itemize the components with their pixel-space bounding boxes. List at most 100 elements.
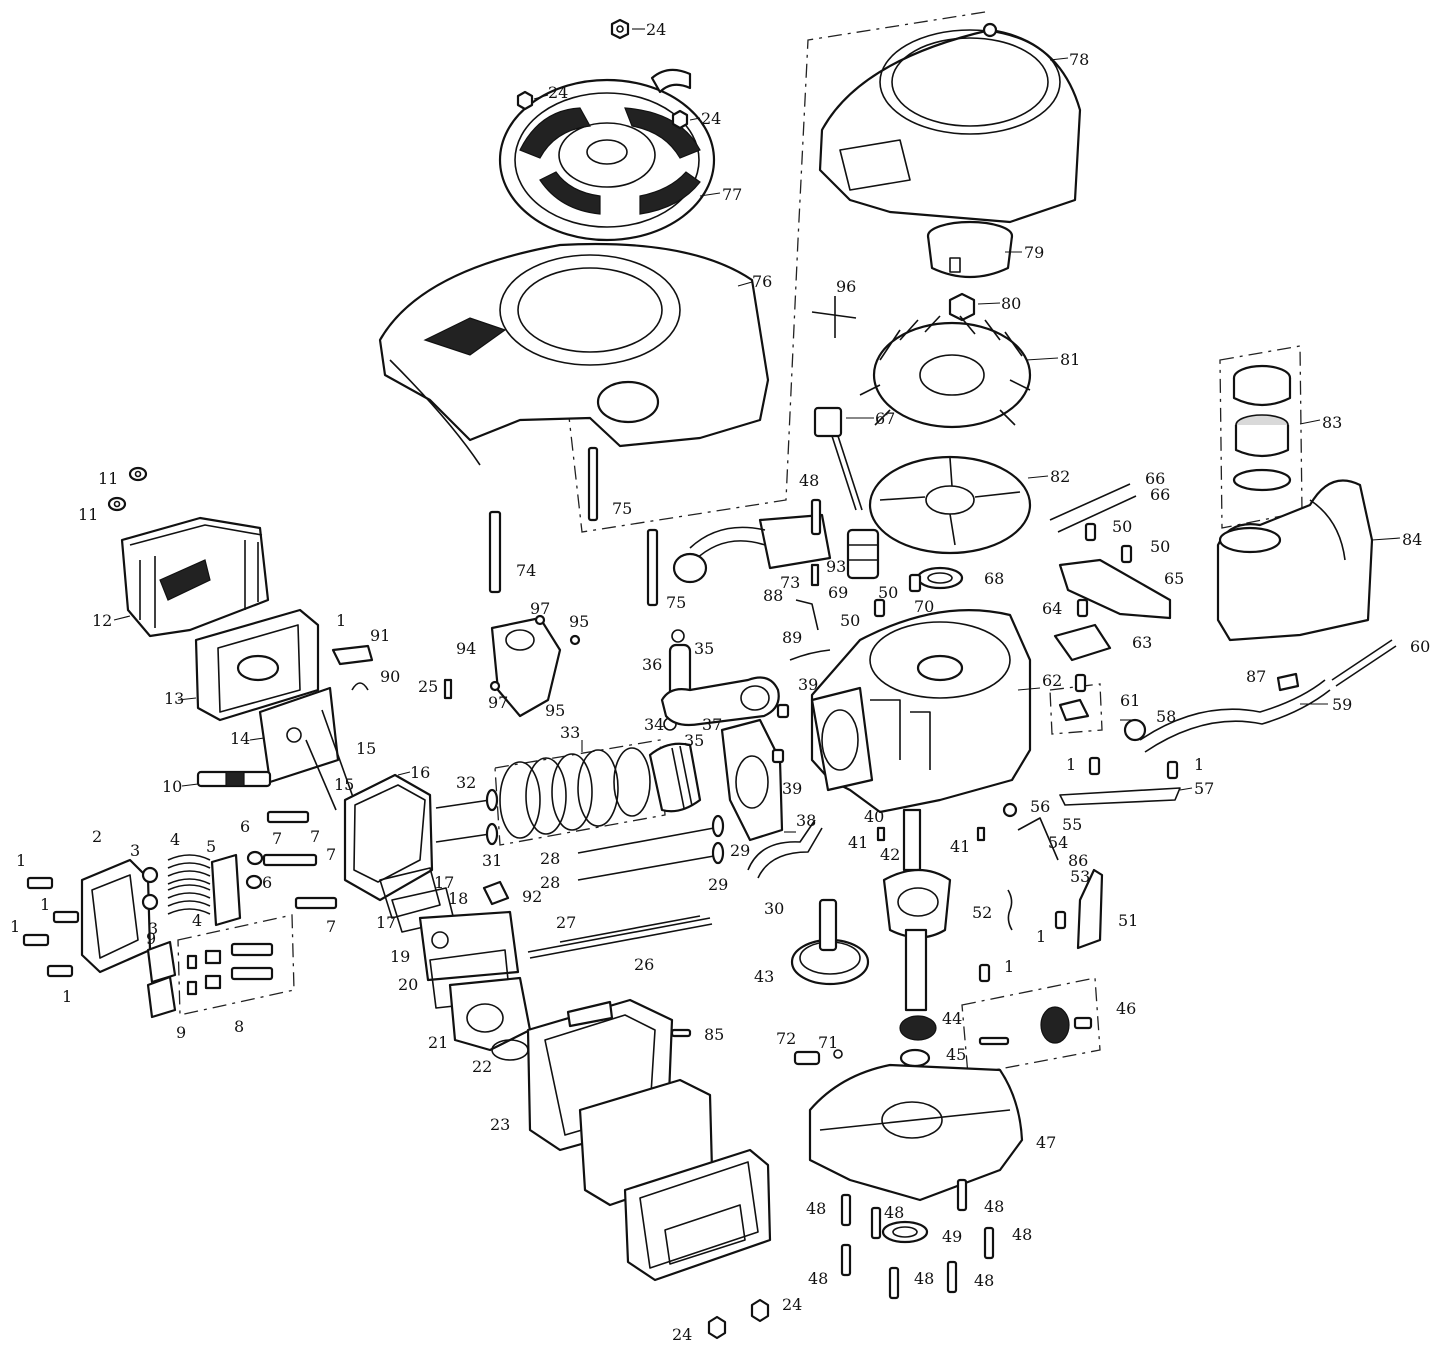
callout-55: 55 — [1062, 815, 1082, 834]
callout-7: 7 — [310, 827, 320, 846]
callout-12: 12 — [92, 611, 112, 630]
muffler — [194, 608, 320, 722]
air-filter-gasket — [491, 1039, 529, 1061]
callout-75: 75 — [612, 499, 632, 518]
exhaust-gasket — [258, 686, 340, 784]
flywheel-shroud — [818, 22, 1082, 224]
callout-83: 83 — [1322, 413, 1342, 432]
callout-76: 76 — [752, 272, 772, 291]
callout-29: 29 — [730, 841, 750, 860]
callout-17: 17 — [376, 913, 396, 932]
callout-89: 89 — [782, 628, 802, 647]
primer-bulb — [846, 528, 880, 580]
flywheel-key — [811, 296, 857, 338]
callout-47: 47 — [1036, 1133, 1056, 1152]
callout-11: 11 — [78, 505, 98, 524]
callout-1: 1 — [40, 895, 50, 914]
callout-87: 87 — [1246, 667, 1266, 686]
callout-6: 6 — [240, 817, 250, 836]
callout-48: 48 — [799, 471, 819, 490]
camshaft — [790, 898, 870, 986]
crankshaft — [882, 808, 952, 1012]
callout-25: 25 — [418, 677, 438, 696]
callout-93: 93 — [826, 557, 846, 576]
callout-23: 23 — [490, 1115, 510, 1134]
rocker-hardware — [177, 914, 295, 1016]
callout-49: 49 — [942, 1227, 962, 1246]
callout-50: 50 — [878, 583, 898, 602]
muffler-guard — [120, 516, 270, 638]
callout-60: 60 — [1410, 637, 1430, 656]
callout-65: 65 — [1164, 569, 1184, 588]
callout-79: 79 — [1024, 243, 1044, 262]
callout-42: 42 — [880, 845, 900, 864]
callout-63: 63 — [1132, 633, 1152, 652]
stud-75-lower — [646, 528, 659, 607]
callout-16: 16 — [410, 763, 430, 782]
callout-1: 1 — [1194, 755, 1204, 774]
callout-51: 51 — [1118, 911, 1138, 930]
piston — [648, 742, 702, 813]
washer-56 — [1002, 802, 1018, 818]
callout-43: 43 — [754, 967, 774, 986]
callout-18: 18 — [448, 889, 468, 908]
rocker-arms — [146, 940, 177, 1019]
callout-88: 88 — [763, 586, 783, 605]
callout-86: 86 — [1068, 851, 1088, 870]
callout-80: 80 — [1001, 294, 1021, 313]
callout-1: 1 — [16, 851, 26, 870]
callout-15: 15 — [356, 739, 376, 758]
callout-9: 9 — [176, 1023, 186, 1042]
bolts-50-right — [1084, 522, 1133, 564]
callout-27: 27 — [556, 913, 576, 932]
callout-8: 8 — [234, 1017, 244, 1036]
spring-52 — [1007, 889, 1013, 931]
callout-85: 85 — [704, 1025, 724, 1044]
governor-lever-57 — [1059, 787, 1181, 806]
crankcase-cover — [808, 1063, 1024, 1202]
callout-48: 48 — [984, 1197, 1004, 1216]
callout-33: 33 — [560, 723, 580, 742]
pin-25 — [443, 678, 453, 700]
callout-7: 7 — [326, 845, 336, 864]
callout-57: 57 — [1194, 779, 1214, 798]
governor-links — [527, 915, 713, 959]
governor-control-rods — [1049, 483, 1137, 533]
callout-3: 3 — [130, 841, 140, 860]
callout-39: 39 — [798, 675, 818, 694]
callout-34: 34 — [644, 715, 664, 734]
nut-11-b — [107, 496, 127, 512]
callout-24: 24 — [782, 1295, 802, 1314]
head-gasket — [720, 718, 784, 842]
callout-70: 70 — [914, 597, 934, 616]
callout-28: 28 — [540, 873, 560, 892]
callout-17: 17 — [434, 873, 454, 892]
callout-5: 5 — [206, 837, 216, 856]
bolts-48-bottom — [840, 1178, 995, 1300]
control-bracket — [1058, 558, 1172, 620]
callout-50: 50 — [1150, 537, 1170, 556]
callout-48: 48 — [974, 1271, 994, 1290]
callout-50: 50 — [840, 611, 860, 630]
spark-plug — [196, 770, 272, 788]
callout-54: 54 — [1048, 833, 1068, 852]
callout-48: 48 — [806, 1199, 826, 1218]
callout-38: 38 — [796, 811, 816, 830]
callout-31: 31 — [482, 851, 502, 870]
callout-94: 94 — [456, 639, 476, 658]
spark-arrestor-bracket — [331, 644, 374, 691]
callout-71: 71 — [818, 1033, 838, 1052]
callout-labels: 24 24 24 78 77 76 79 96 80 81 83 67 82 1… — [10, 20, 1430, 1344]
callout-48: 48 — [914, 1269, 934, 1288]
pushrods — [577, 814, 725, 881]
callout-75: 75 — [666, 593, 686, 612]
callout-1: 1 — [1066, 755, 1076, 774]
nut-24-left — [516, 90, 534, 111]
dipstick — [813, 406, 863, 511]
bracket-88 — [795, 599, 819, 631]
callout-2: 2 — [92, 827, 102, 846]
seal-68 — [916, 566, 964, 590]
callout-7: 7 — [272, 829, 282, 848]
callout-84: 84 — [1402, 530, 1422, 549]
